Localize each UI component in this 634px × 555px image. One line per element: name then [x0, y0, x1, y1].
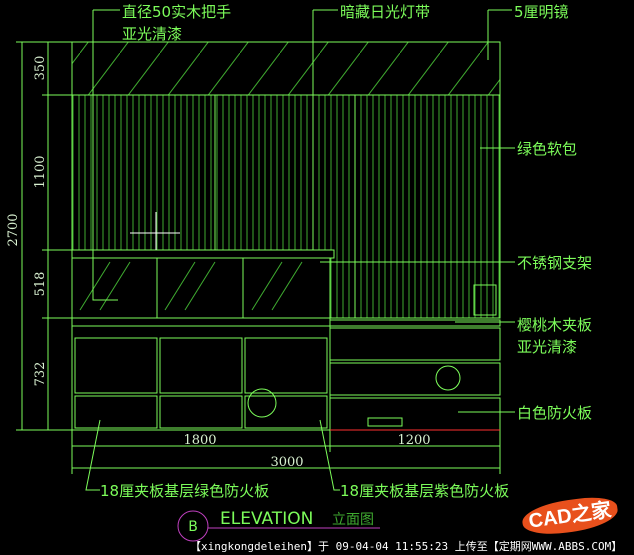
mirror-panel [71, 41, 501, 96]
elevation-title: ELEVATION [220, 509, 313, 529]
dim-732: 732 [33, 362, 48, 387]
teddy-bear-drawing [247, 388, 277, 418]
toy-dolphin-drawing [435, 365, 461, 391]
clock-drawing [473, 284, 497, 316]
label-handle: 直径50实木把手 [122, 3, 231, 21]
left-base-cabinet [71, 325, 331, 431]
dim-2700: 2700 [6, 213, 21, 246]
right-drawer-bottom [329, 397, 501, 431]
dim-1100: 1100 [33, 155, 48, 188]
label-cherry-finish: 亚光清漆 [517, 338, 577, 356]
dim-1800: 1800 [183, 433, 216, 448]
label-light-strip: 暗藏日光灯带 [340, 3, 430, 21]
dim-3000: 3000 [270, 455, 303, 470]
label-right-base: 18厘夹板基层紫色防火板 [340, 482, 509, 500]
label-soft-pack: 绿色软包 [517, 140, 577, 158]
label-mirror: 5厘明镜 [514, 3, 569, 21]
dim-518: 518 [33, 272, 48, 297]
section-marker-circle [177, 510, 209, 542]
label-left-base: 18厘夹板基层绿色防火板 [100, 482, 269, 500]
glass-cabinet [71, 257, 331, 319]
dim-350: 350 [33, 56, 48, 81]
toy-car-drawing [367, 417, 403, 427]
right-drawer-middle [329, 362, 501, 396]
elevation-subtitle: 立面图 [332, 512, 374, 528]
label-cherry-panel: 樱桃木夹板 [517, 316, 592, 334]
section-marker-letter: B [188, 519, 198, 535]
steel-bracket-shelf [71, 249, 335, 259]
right-drawer-top [329, 327, 501, 361]
upload-watermark: 【xingkongdeleihen】于 09-04-04 11:55:23 上传… [190, 540, 623, 553]
label-white-board: 白色防火板 [517, 404, 592, 422]
label-handle-finish: 亚光清漆 [122, 25, 182, 43]
dim-1200: 1200 [397, 433, 430, 448]
label-bracket: 不锈钢支架 [517, 254, 592, 272]
